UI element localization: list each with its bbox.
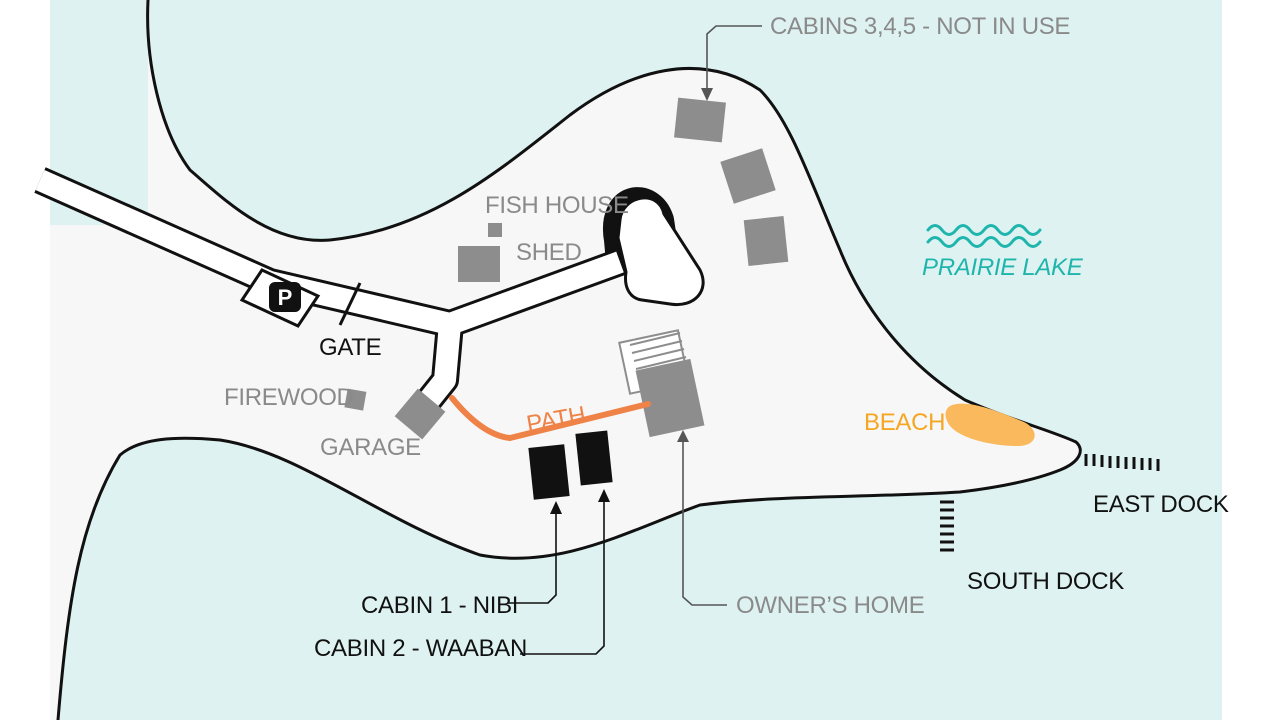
lake-name-label: PRAIRIE LAKE xyxy=(922,254,1084,281)
owners-home-arrowhead xyxy=(677,430,689,442)
firewood-label: FIREWOOD xyxy=(224,384,354,411)
cabin-5-building xyxy=(743,216,789,266)
shed-label: SHED xyxy=(516,239,581,266)
cabin-4-building xyxy=(720,148,776,204)
map-margin-left xyxy=(0,0,50,720)
cabin-2-arrowhead xyxy=(598,489,610,502)
parking-symbol: P xyxy=(278,285,293,310)
cabins-3-4-5 xyxy=(674,97,789,266)
peninsula-land xyxy=(50,0,1081,720)
east-dock-label: EAST DOCK xyxy=(1093,491,1229,518)
cabin-1-building xyxy=(528,444,570,500)
firewood-building xyxy=(344,388,367,411)
owners-home-building xyxy=(618,329,705,438)
owners-home-leader xyxy=(682,440,727,606)
cabins-345-leader xyxy=(706,25,762,96)
south-dock xyxy=(940,500,954,552)
cabin-2-building xyxy=(575,430,613,486)
fish-house-label: FISH HOUSE xyxy=(485,192,629,219)
cabins-345-label: CABINS 3,4,5 - NOT IN USE xyxy=(770,13,1070,40)
map-margin-right xyxy=(1222,0,1280,720)
fish-house-building xyxy=(488,223,502,237)
south-dock-label: SOUTH DOCK xyxy=(967,568,1124,595)
cabin-1-label: CABIN 1 - NIBI xyxy=(361,592,518,619)
waves-icon xyxy=(926,224,1042,248)
gate-label: GATE xyxy=(319,334,381,361)
garage-building xyxy=(394,388,446,440)
owners-home-label: OWNER’S HOME xyxy=(736,592,924,619)
walking-path xyxy=(449,395,651,442)
cabins-345-arrowhead xyxy=(701,88,713,101)
shed-building xyxy=(458,246,500,282)
road-surface xyxy=(35,169,624,412)
cabin-3-building xyxy=(674,97,726,143)
cabin-2-label: CABIN 2 - WAABAN xyxy=(314,635,527,662)
cabin-1-arrowhead xyxy=(550,501,562,514)
cabin-1-leader xyxy=(508,512,557,604)
parking-icon: P xyxy=(269,282,301,312)
east-dock xyxy=(1084,454,1160,471)
turnaround-loop xyxy=(616,196,705,307)
north-shoreline xyxy=(56,0,1082,722)
beach-area xyxy=(945,403,1035,446)
gate-marker xyxy=(338,282,362,326)
beach-label: BEACH xyxy=(864,409,945,436)
garage-label: GARAGE xyxy=(320,434,421,461)
cabin-2-leader xyxy=(520,500,605,655)
